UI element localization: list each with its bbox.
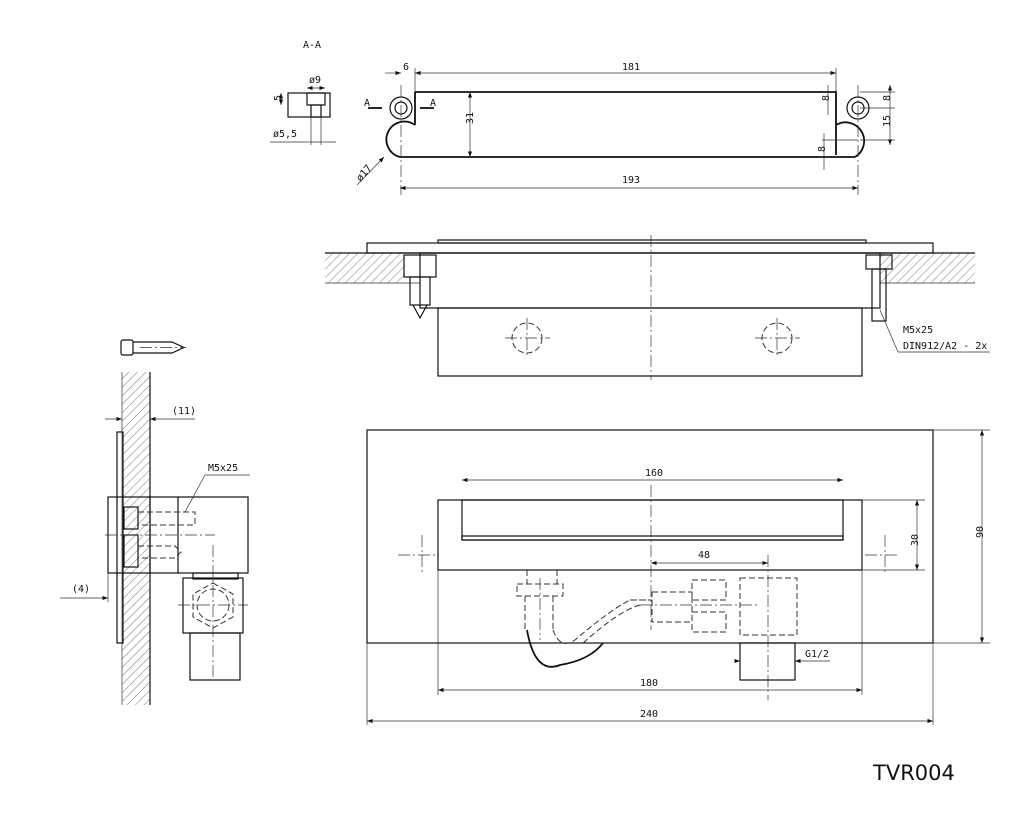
dim-48: 48 [698, 550, 710, 561]
dim-31: 31 [465, 112, 476, 124]
section-a-a: A-A ø9 5 ø5,5 [270, 40, 336, 145]
dim-11: (11) [172, 406, 196, 417]
cut-label-left: A [364, 98, 370, 109]
plan-view: 160 30 90 48 G1/2 180 240 [366, 429, 990, 725]
dim-160: 160 [645, 468, 663, 479]
thread-g1-2: G1/2 [805, 649, 829, 660]
dim-8-right: 8 [882, 95, 893, 101]
section-label: A-A [303, 40, 321, 51]
dim-30: 30 [910, 534, 921, 546]
dim-181: 181 [622, 62, 640, 73]
left-view: (11) M5x25 (4) [60, 339, 250, 705]
dim-90: 90 [975, 526, 986, 538]
dim-dia5-5: ø5,5 [273, 129, 297, 140]
screw-spec: DIN912/A2 - 2x [903, 341, 987, 352]
dim-8-lower: 8 [817, 146, 828, 152]
dim-5: 5 [273, 95, 284, 101]
dim-6: 6 [403, 62, 409, 73]
dim-4: (4) [72, 584, 90, 595]
dim-dia17: ø17 [354, 163, 374, 184]
dim-180: 180 [640, 678, 658, 689]
dim-193: 193 [622, 175, 640, 186]
dim-dia9: ø9 [309, 75, 321, 86]
side-view: M5x25 DIN912/A2 - 2x [325, 235, 990, 380]
top-view: A A 6 181 193 31 8 8 15 8 ø17 [354, 62, 895, 195]
dim-15: 15 [882, 115, 893, 127]
drawing-number: TVR004 [872, 761, 955, 785]
cut-label-right: A [430, 98, 436, 109]
screw-label: M5x25 [903, 325, 933, 336]
dim-8-left: 8 [821, 95, 832, 101]
dim-240: 240 [640, 709, 658, 720]
left-screw-label: M5x25 [208, 463, 238, 474]
